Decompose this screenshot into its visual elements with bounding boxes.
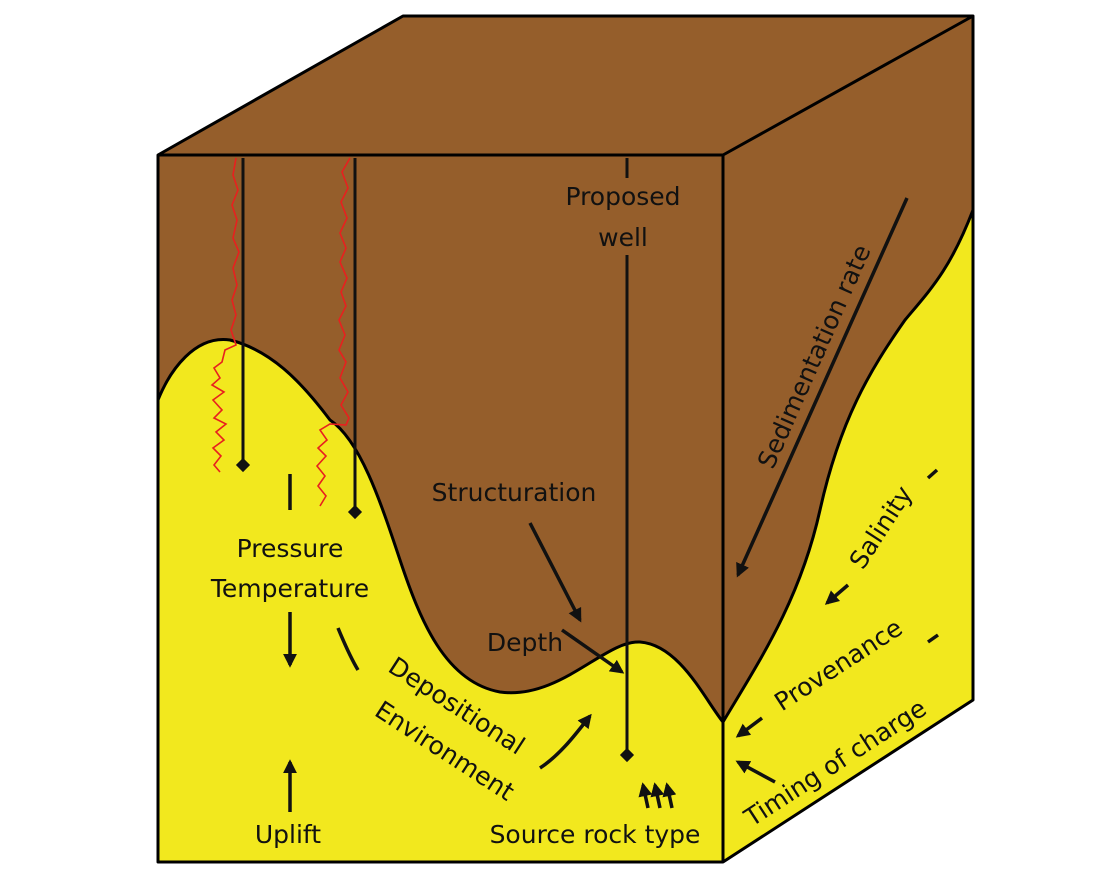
salinity-arrow	[824, 583, 850, 605]
source-rock-arrow-2	[650, 782, 665, 809]
uplift-label: Uplift	[255, 820, 321, 849]
provenance-tick	[926, 633, 940, 644]
depositional-environment-arrow	[539, 713, 592, 770]
well-2-marker-icon	[347, 504, 363, 520]
structuration-arrow	[528, 522, 582, 623]
well-log-1	[210, 157, 240, 473]
proposed-well-marker-icon	[619, 747, 635, 763]
right-overburden	[723, 16, 973, 722]
pressure-label: Pressure	[237, 534, 344, 563]
temperature-label: Temperature	[210, 574, 369, 603]
sedimentation-rate-arrow	[736, 197, 909, 578]
provenance-arrow	[735, 716, 764, 738]
source-rock-arrow-3	[662, 782, 677, 809]
timing-of-charge-arrow	[735, 760, 776, 784]
depositional-tick	[336, 627, 360, 671]
depth-arrow	[560, 628, 625, 674]
front-horizon	[156, 338, 725, 723]
right-horizon	[721, 209, 975, 723]
well-1-marker-icon	[235, 457, 251, 473]
front-overburden	[158, 155, 723, 722]
proposed-well-label-line2: well	[598, 223, 648, 252]
proposed-well-label-line1: Proposed	[565, 182, 680, 211]
source-rock-arrow-1	[638, 782, 653, 809]
block-outline	[156, 14, 975, 864]
depth-label: Depth	[487, 628, 563, 657]
top-face	[158, 16, 973, 155]
structuration-label: Structuration	[432, 478, 597, 507]
source-rock-type-label: Source rock type	[490, 820, 701, 849]
well-log-2	[315, 157, 351, 507]
salinity-tick	[926, 468, 939, 480]
